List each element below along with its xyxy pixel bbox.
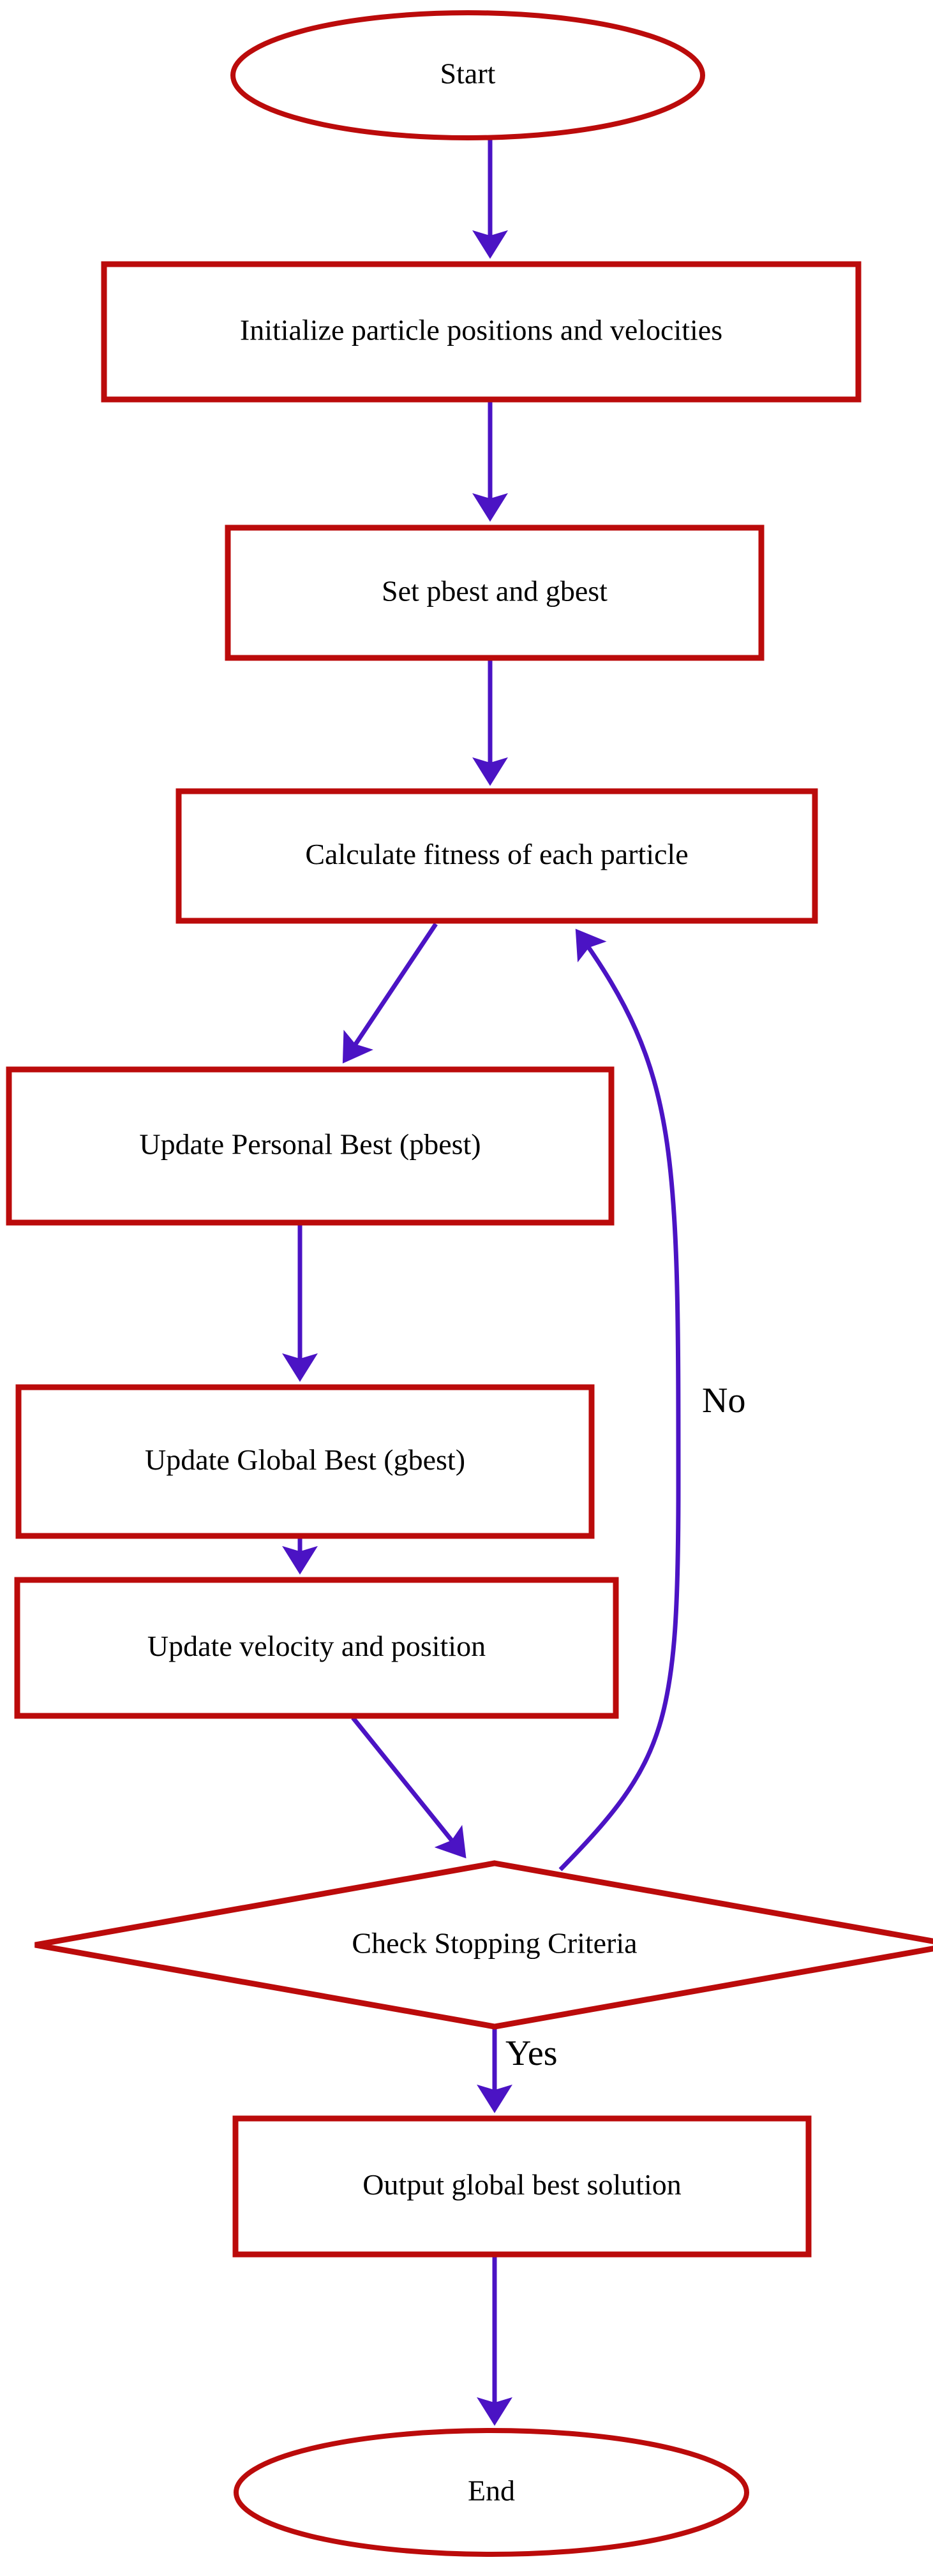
calculate-fitness-rect-shape: [175, 788, 818, 924]
edge-group: [282, 139, 681, 2426]
node-set-best[interactable]: Set pbest and gbest: [225, 525, 765, 661]
node-end[interactable]: End: [234, 2428, 749, 2557]
update-velocity-label: Update velocity and position: [147, 1630, 486, 1662]
end-label: End: [468, 2475, 515, 2507]
end-ellipse-shape: [234, 2428, 749, 2557]
start-label: Start: [440, 57, 496, 90]
start-ellipse-shape: [230, 10, 705, 140]
node-output[interactable]: Output global best solution: [232, 2115, 812, 2258]
update-gbest-rect-shape: [15, 1384, 595, 1539]
node-update-pbest[interactable]: Update Personal Best (pbest): [6, 1066, 615, 1226]
edge-check-stop-to-calculate-fitness-no: [558, 928, 681, 1872]
edge-label-no: No: [702, 1381, 745, 1420]
node-initialize[interactable]: Initialize particle positions and veloci…: [101, 261, 862, 403]
edge-calculate-fitness-to-update-pbest: [342, 923, 438, 1064]
edge-update-velocity-to-check-stop: [351, 1716, 466, 1859]
set-best-rect-shape: [225, 525, 765, 661]
update-velocity-rect-shape: [14, 1577, 619, 1719]
update-pbest-label: Update Personal Best (pbest): [139, 1128, 481, 1161]
output-label: Output global best solution: [362, 2168, 682, 2201]
update-pbest-rect-shape: [6, 1066, 615, 1226]
calculate-fitness-label: Calculate fitness of each particle: [305, 838, 688, 870]
node-update-gbest[interactable]: Update Global Best (gbest): [15, 1384, 595, 1539]
update-gbest-label: Update Global Best (gbest): [145, 1443, 465, 1476]
node-start[interactable]: Start: [230, 10, 705, 140]
initialize-rect-shape: [101, 261, 862, 403]
set-best-label: Set pbest and gbest: [382, 575, 608, 607]
check-stopping-criteria-label: Check Stopping Criteria: [352, 1927, 637, 1960]
node-check-stopping-criteria[interactable]: Check Stopping Criteria: [34, 1860, 933, 2030]
output-rect-shape: [232, 2115, 812, 2258]
initialize-label: Initialize particle positions and veloci…: [240, 314, 722, 346]
check-stopping-criteria-diamond-shape: [34, 1860, 933, 2030]
edge-label-yes: Yes: [505, 2034, 557, 2073]
edge-label-group: No Yes: [505, 1381, 745, 2073]
node-update-velocity[interactable]: Update velocity and position: [14, 1577, 619, 1719]
node-calculate-fitness[interactable]: Calculate fitness of each particle: [175, 788, 818, 924]
